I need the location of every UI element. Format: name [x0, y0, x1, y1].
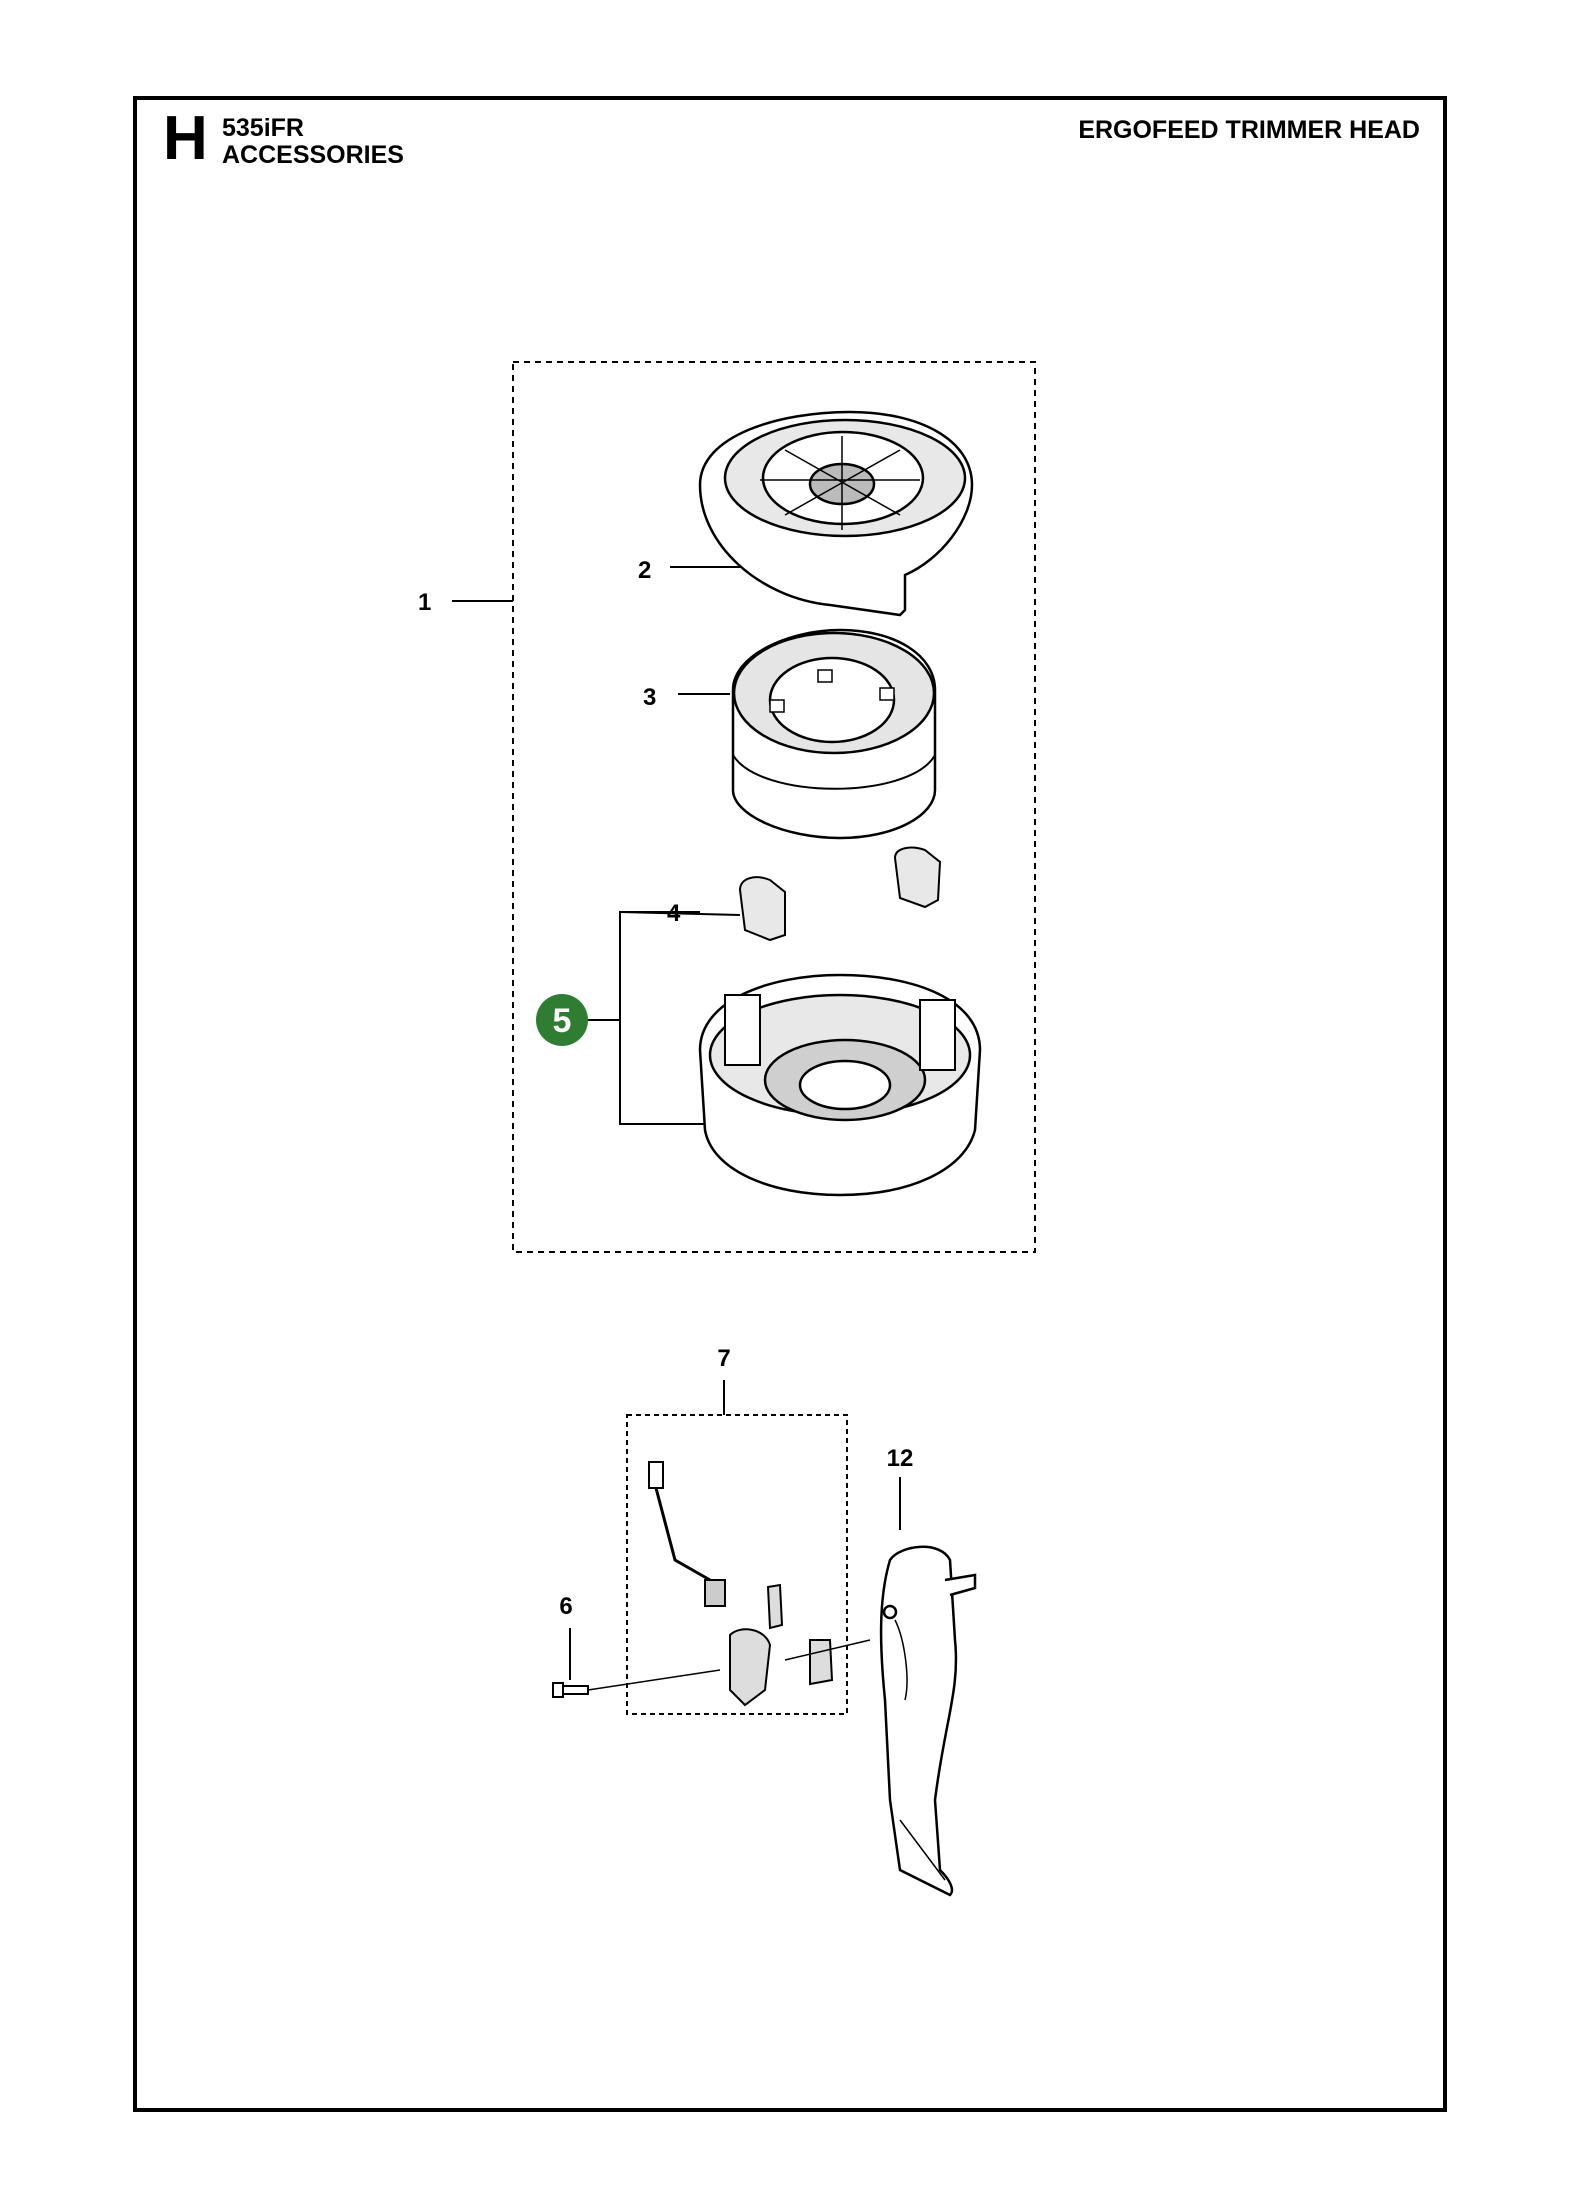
spool-part	[731, 628, 937, 840]
callout-2: 2	[638, 557, 651, 584]
kit7-outline	[626, 1414, 848, 1715]
callout-1: 1	[418, 589, 431, 616]
housing-part	[698, 973, 982, 1197]
callout-6: 6	[559, 1593, 572, 1620]
callout-5: 5	[553, 1002, 572, 1040]
eyelet-part	[738, 846, 942, 942]
callout-7: 7	[717, 1345, 730, 1372]
callout-3: 3	[643, 684, 656, 711]
bolt-part	[552, 1669, 721, 1698]
kit-outline	[512, 361, 1036, 1253]
section-letter: H	[163, 104, 208, 173]
cover-part	[698, 410, 974, 617]
sensor-kit-part	[648, 1461, 871, 1707]
model-name: 535iFR	[222, 114, 304, 142]
leader-4	[619, 911, 741, 916]
leader-4-5-bracket	[619, 911, 710, 1125]
page-frame	[133, 96, 1447, 2112]
page-title: ERGOFEED TRIMMER HEAD	[1078, 116, 1420, 144]
callout-5-badge	[536, 994, 588, 1046]
callout-12: 12	[887, 1445, 914, 1472]
section-category: ACCESSORIES	[222, 141, 404, 169]
handle-part	[879, 1545, 977, 1897]
callout-4: 4	[667, 900, 681, 927]
